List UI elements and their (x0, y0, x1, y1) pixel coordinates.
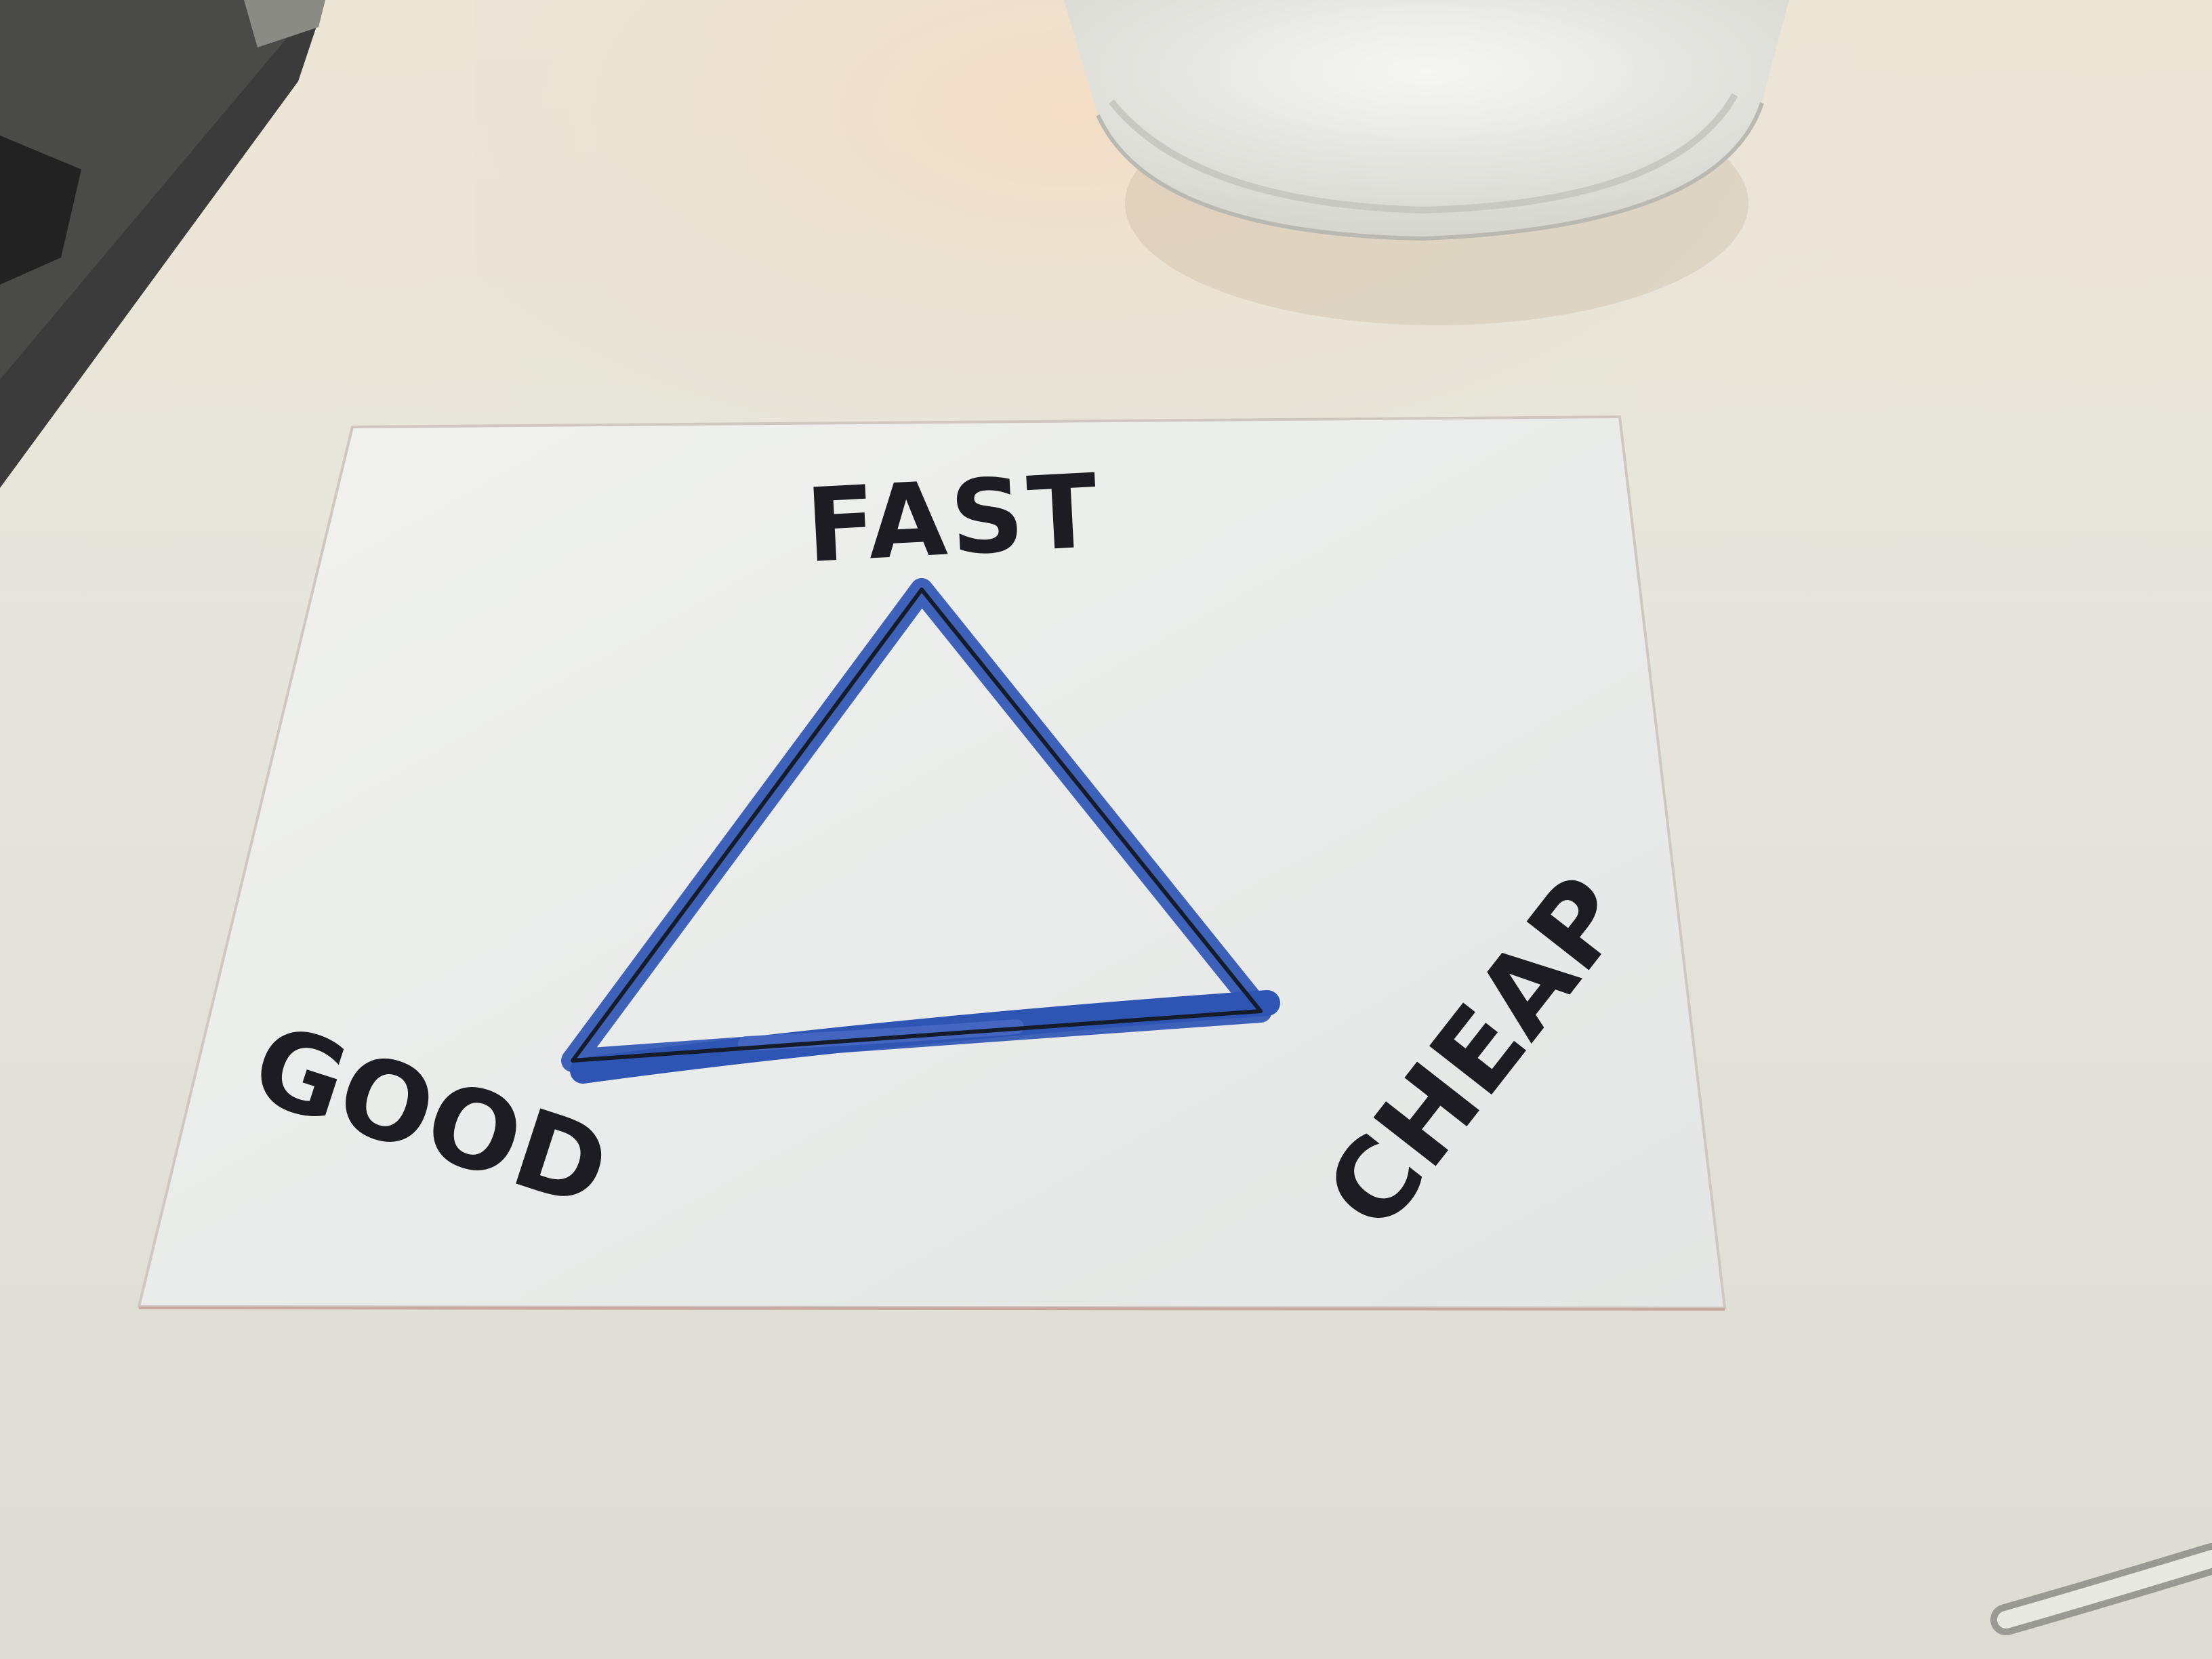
cable-end (1990, 1543, 2212, 1635)
white-cup (1064, 0, 1789, 325)
label-fast: FAST (803, 453, 1104, 586)
triangle-drawing (561, 578, 1280, 1084)
laptop-corner (0, 0, 325, 488)
